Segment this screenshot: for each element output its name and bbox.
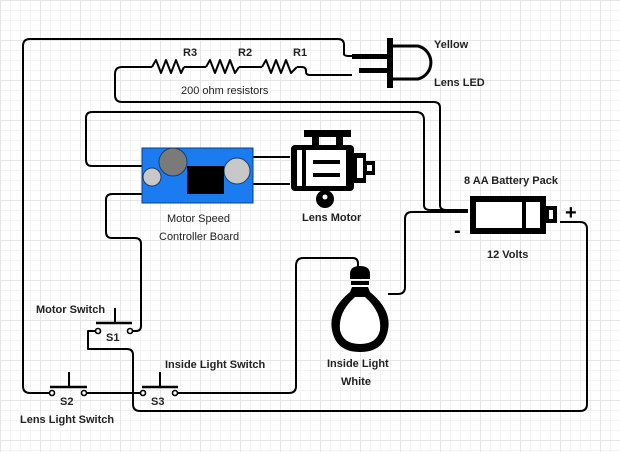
battery-voltage: 12 Volts [487,249,528,261]
switch-s2-id: S2 [60,396,73,408]
switch-s2-label: Lens Light Switch [20,414,114,426]
wire-r1-led [297,66,352,76]
wire-bulb-battery [388,211,468,295]
battery-icon [470,196,557,234]
bulb-label-line1: Inside Light [327,358,389,370]
switch-s3-label: Inside Light Switch [165,359,266,371]
wire-resistor-left [114,66,468,211]
motor-icon [291,130,375,208]
wire-s3-bulb [176,257,359,394]
bulb-label-line2: White [341,376,371,388]
motor-label: Lens Motor [302,212,362,224]
wire-controller-s1 [105,193,142,332]
switch-s1[interactable] [94,308,134,335]
controller-label-line1: Motor Speed [167,213,230,225]
resistor-label-r3: R3 [183,47,197,59]
controller-label-line2: Controller Board [159,231,239,243]
resistor-r1 [261,59,298,74]
battery-title: 8 AA Battery Pack [464,175,559,187]
wire-lens-light-outer [22,38,380,394]
switch-s1-label: Motor Switch [36,304,105,316]
resistor-r3 [151,59,206,74]
switch-s2[interactable] [48,372,88,397]
led-name-label: Lens LED [434,77,485,89]
switch-s3[interactable] [139,372,179,397]
switch-s1-id: S1 [106,332,119,344]
led-icon [352,38,433,88]
resistor-label-r2: R2 [238,47,252,59]
battery-minus-label: - [454,220,461,242]
capacitor-large [223,157,251,185]
resistor-r2 [205,59,262,74]
wire-controller-battery [85,111,468,211]
switch-s3-id: S3 [151,396,164,408]
resistors-caption: 200 ohm resistors [181,85,269,97]
led-color-label: Yellow [434,39,469,51]
motor-controller-board [141,147,254,204]
chip [187,166,224,194]
light-bulb-icon [331,266,389,352]
resistor-label-r1: R1 [293,47,307,59]
capacitor-small [142,167,162,187]
potentiometer-large [158,147,188,177]
battery-plus-label: + [565,202,577,224]
wire-s1-bottom [87,221,588,412]
